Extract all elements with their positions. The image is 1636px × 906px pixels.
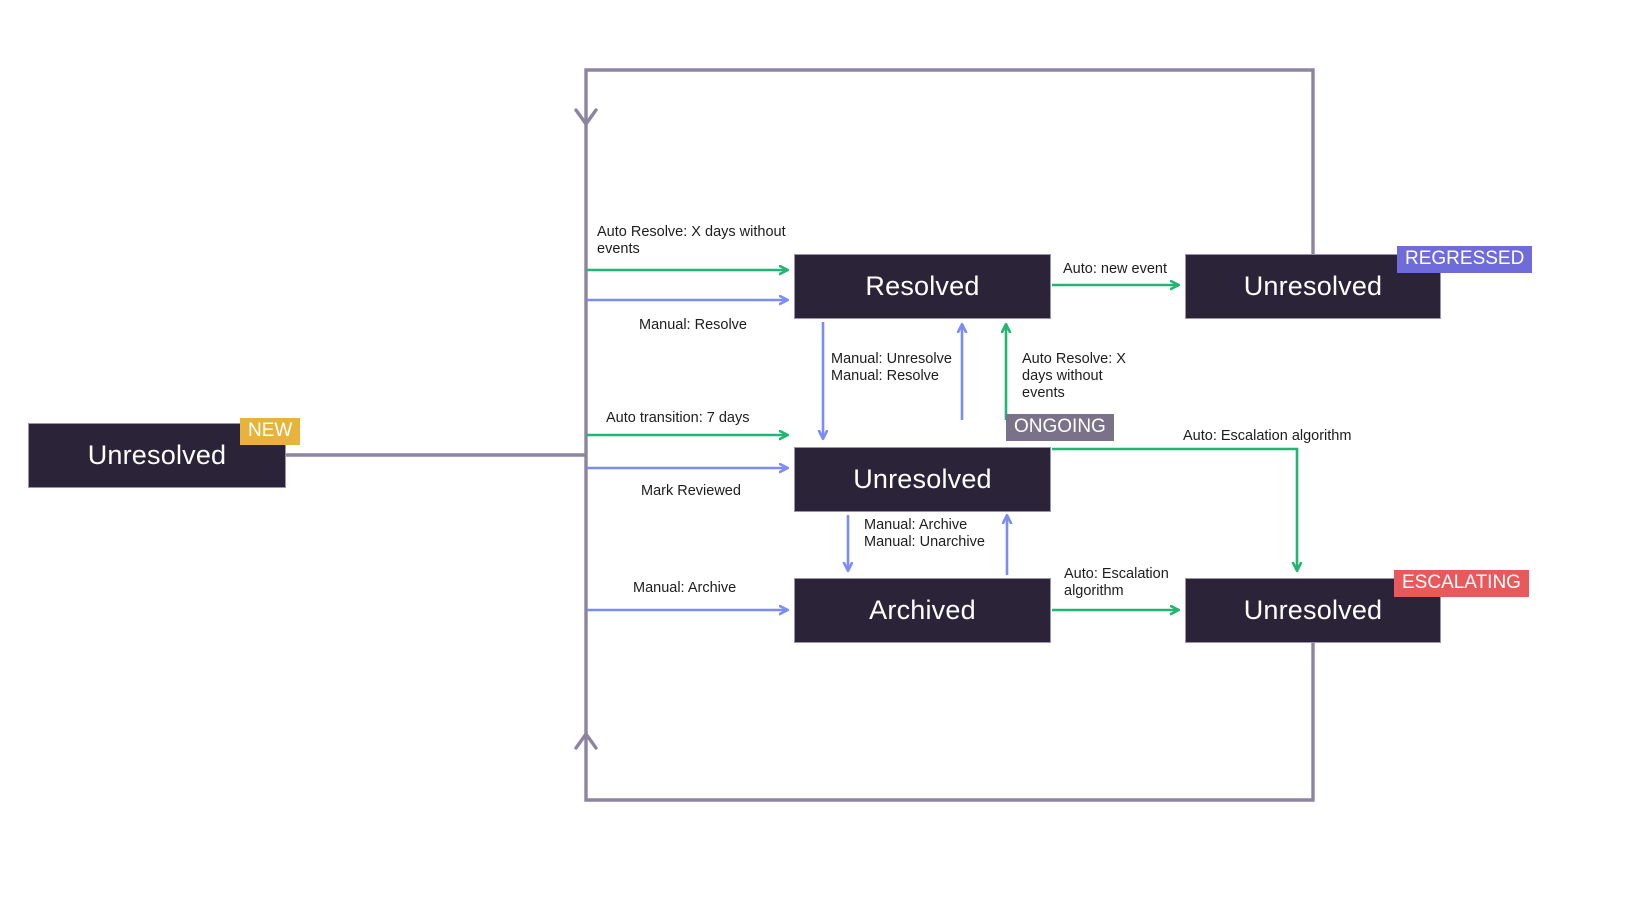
badge-label: NEW — [248, 420, 293, 441]
edge-label-auto-transition-7-days: Auto transition: 7 days — [606, 410, 750, 426]
arrow-auto-escalation-top — [1052, 447, 1297, 570]
edge-label-auto-new-event: Auto: new event — [1063, 261, 1167, 277]
state-label: Resolved — [865, 271, 980, 301]
edge-label-mark-reviewed: Mark Reviewed — [641, 483, 741, 499]
badge-escalating: ESCALATING — [1394, 570, 1529, 597]
badge-label: ONGOING — [1014, 416, 1106, 437]
state-box-escalating-unresolved[interactable]: Unresolved — [1185, 578, 1441, 643]
state-label: Unresolved — [87, 440, 227, 470]
state-label: Unresolved — [1243, 271, 1383, 301]
state-box-new-unresolved[interactable]: Unresolved — [28, 423, 286, 488]
edge-label-manual-archive: Manual: Archive — [633, 580, 737, 596]
badge-ongoing: ONGOING — [1006, 414, 1114, 441]
entry-trunk-from-new — [286, 240, 588, 690]
badge-regressed: REGRESSED — [1397, 246, 1533, 273]
edge-label-manual-unresolve-resolve: Manual: Unresolve Manual: Resolve — [831, 351, 952, 384]
badge-label: REGRESSED — [1405, 248, 1525, 269]
edge-label-auto-escalation-bottom: Auto: Escalation algorithm — [1064, 566, 1169, 599]
state-label: Archived — [869, 595, 976, 625]
state-label: Unresolved — [1243, 595, 1383, 625]
badge-label: ESCALATING — [1402, 572, 1521, 593]
state-box-ongoing-unresolved[interactable]: Unresolved — [794, 447, 1051, 512]
state-box-resolved[interactable]: Resolved — [794, 254, 1051, 319]
edge-label-manual-resolve: Manual: Resolve — [639, 317, 747, 333]
state-label: Unresolved — [853, 464, 992, 494]
badge-new: NEW — [240, 418, 301, 445]
edge-label-manual-archive-unarchive: Manual: Archive Manual: Unarchive — [864, 517, 985, 550]
loop-regressed-to-entry — [574, 68, 1315, 254]
edge-label-auto-escalation-top: Auto: Escalation algorithm — [1183, 428, 1352, 444]
edge-label-auto-resolve-x-days: Auto Resolve: X days without events — [597, 224, 786, 257]
loop-escalating-to-entry — [574, 643, 1315, 802]
edge-label-auto-resolve-x-days-up: Auto Resolve: X days without events — [1022, 351, 1126, 401]
state-box-archived[interactable]: Archived — [794, 578, 1051, 643]
